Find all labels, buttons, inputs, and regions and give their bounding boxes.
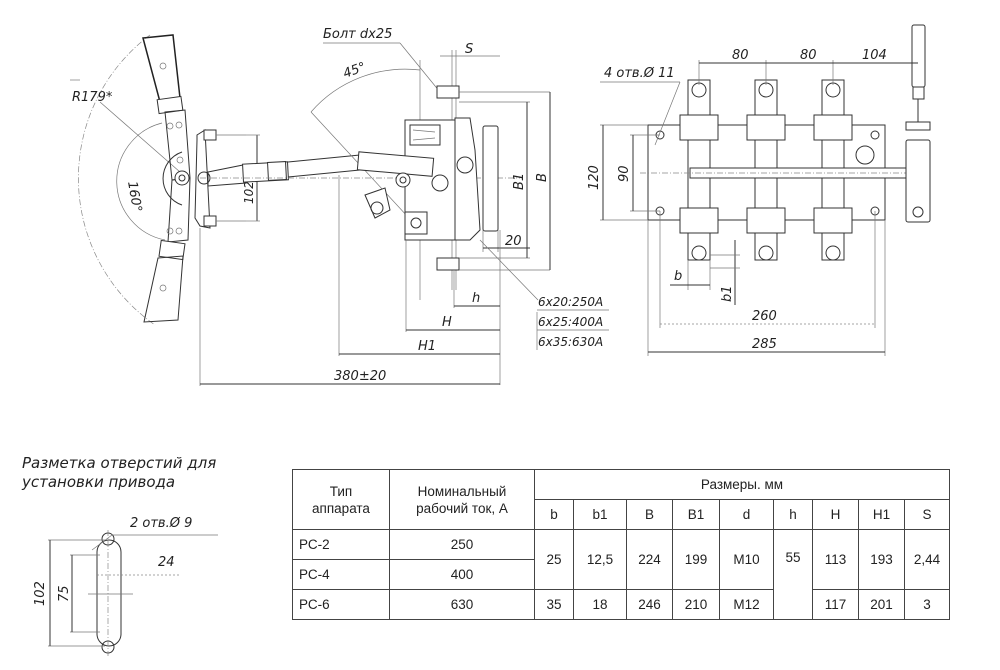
col-header: b [534, 499, 574, 530]
busbar-options: 6x20:250A 6x25:400A 6x35:630A [536, 295, 609, 350]
handle-lower [143, 177, 191, 323]
table-row: РС-4 400 [292, 559, 950, 590]
b-label: B [535, 173, 550, 182]
header-type-line2: аппарата [312, 500, 370, 516]
table-row: РС-2 250 25 12,5 224 199 M10 55 113 193 … [292, 529, 950, 620]
b1-label: B1 [512, 173, 527, 190]
H-label: H [442, 315, 452, 330]
h-label: h [472, 291, 480, 306]
value-h: 55 [773, 529, 813, 620]
marking-title-line1: Разметка отверстий для [22, 454, 216, 472]
value-d: M12 [719, 589, 774, 620]
type-cell: РС-4 [292, 559, 390, 590]
value-B: 224 [626, 529, 673, 590]
pitch-2-label: 80 [800, 48, 817, 63]
height-120-label: 120 [587, 165, 602, 190]
busbar-option: 6x25:400A [538, 315, 603, 329]
b-small-label: b [674, 269, 682, 284]
side-view: R179* 160° 10 [70, 27, 609, 386]
marking-title-line2: установки привода [21, 473, 175, 491]
current-cell: 400 [389, 559, 535, 590]
header-current: Номинальный рабочий ток, А [389, 469, 535, 530]
current-cell: 630 [389, 589, 535, 620]
value-b: 25 [534, 529, 574, 590]
value-B1: 210 [672, 589, 720, 620]
b1-small-label: b1 [720, 285, 735, 302]
col-header: H [812, 499, 859, 530]
handle-upper [142, 34, 191, 181]
type-cell: РС-6 [292, 589, 390, 620]
value-H1: 193 [858, 529, 905, 590]
dim-102-label: 102 [242, 181, 256, 204]
value-H1: 201 [858, 589, 905, 620]
H1-label: H1 [418, 339, 436, 354]
value-b: 35 [534, 589, 574, 620]
current-cell: 250 [389, 529, 535, 560]
pitch-1-label: 80 [732, 48, 749, 63]
holes-label: 4 отв.Ø 11 [604, 66, 675, 81]
header-current-line2: рабочий ток, А [416, 500, 508, 516]
header-current-line1: Номинальный [417, 483, 507, 499]
value-b1: 18 [573, 589, 627, 620]
top-view: 4 отв.Ø 11 [587, 24, 931, 356]
type-cell: РС-2 [292, 529, 390, 560]
col-header: H1 [858, 499, 905, 530]
inner-angle-arc [116, 122, 166, 241]
value-B: 246 [626, 589, 673, 620]
angle-45-arc [310, 68, 421, 113]
drive-marking: Разметка отверстий для установки привода… [21, 454, 218, 656]
radius-label: R179* [72, 90, 113, 105]
s-label: S [465, 42, 473, 57]
handle-sweep-arc [78, 34, 156, 326]
table-row: РС-6 630 35 18 246 210 M12 117 201 3 [292, 589, 950, 620]
value-S: 2,44 [904, 529, 950, 590]
pole-1 [679, 79, 719, 261]
header-dimensions: Размеры. мм [534, 469, 950, 500]
value-d: M10 [719, 529, 774, 590]
col-header: B1 [672, 499, 720, 530]
col-header: S [904, 499, 950, 530]
bracket-bolts [203, 129, 246, 227]
handle-top-view [905, 24, 931, 223]
holes-9-label: 2 отв.Ø 9 [130, 516, 192, 531]
col-header: h [773, 499, 813, 530]
bolt-label: Болт dx25 [323, 27, 392, 42]
width-285-label: 285 [752, 337, 777, 352]
overall-length-label: 380±20 [334, 369, 386, 384]
value-H: 113 [812, 529, 859, 590]
col-header: b1 [573, 499, 627, 530]
angle-45-label: 45° [341, 60, 368, 82]
switch-body-side [356, 85, 499, 271]
value-H: 117 [812, 589, 859, 620]
dim-20-label: 20 [505, 234, 522, 249]
value-B1: 199 [672, 529, 720, 590]
spec-table: Тип аппарата Номинальный рабочий ток, А … [292, 469, 950, 620]
dim-75-label: 75 [57, 585, 72, 602]
header-type-line1: Тип [329, 483, 353, 499]
width-260-label: 260 [752, 309, 777, 324]
dim-102-drive-label: 102 [33, 581, 48, 606]
busbar-option: 6x35:630A [538, 335, 603, 349]
sweep-angle-label: 160° [124, 180, 144, 213]
value-S: 3 [904, 589, 950, 620]
dim-24-label: 24 [158, 555, 175, 570]
col-header: d [719, 499, 774, 530]
col-header: B [626, 499, 673, 530]
value-b1: 12,5 [573, 529, 627, 590]
height-90-label: 90 [617, 165, 632, 182]
handle-offset-label: 104 [862, 48, 887, 63]
header-type: Тип аппарата [292, 469, 390, 530]
busbar-option: 6x20:250A [538, 295, 603, 309]
drive-slot [96, 539, 122, 647]
